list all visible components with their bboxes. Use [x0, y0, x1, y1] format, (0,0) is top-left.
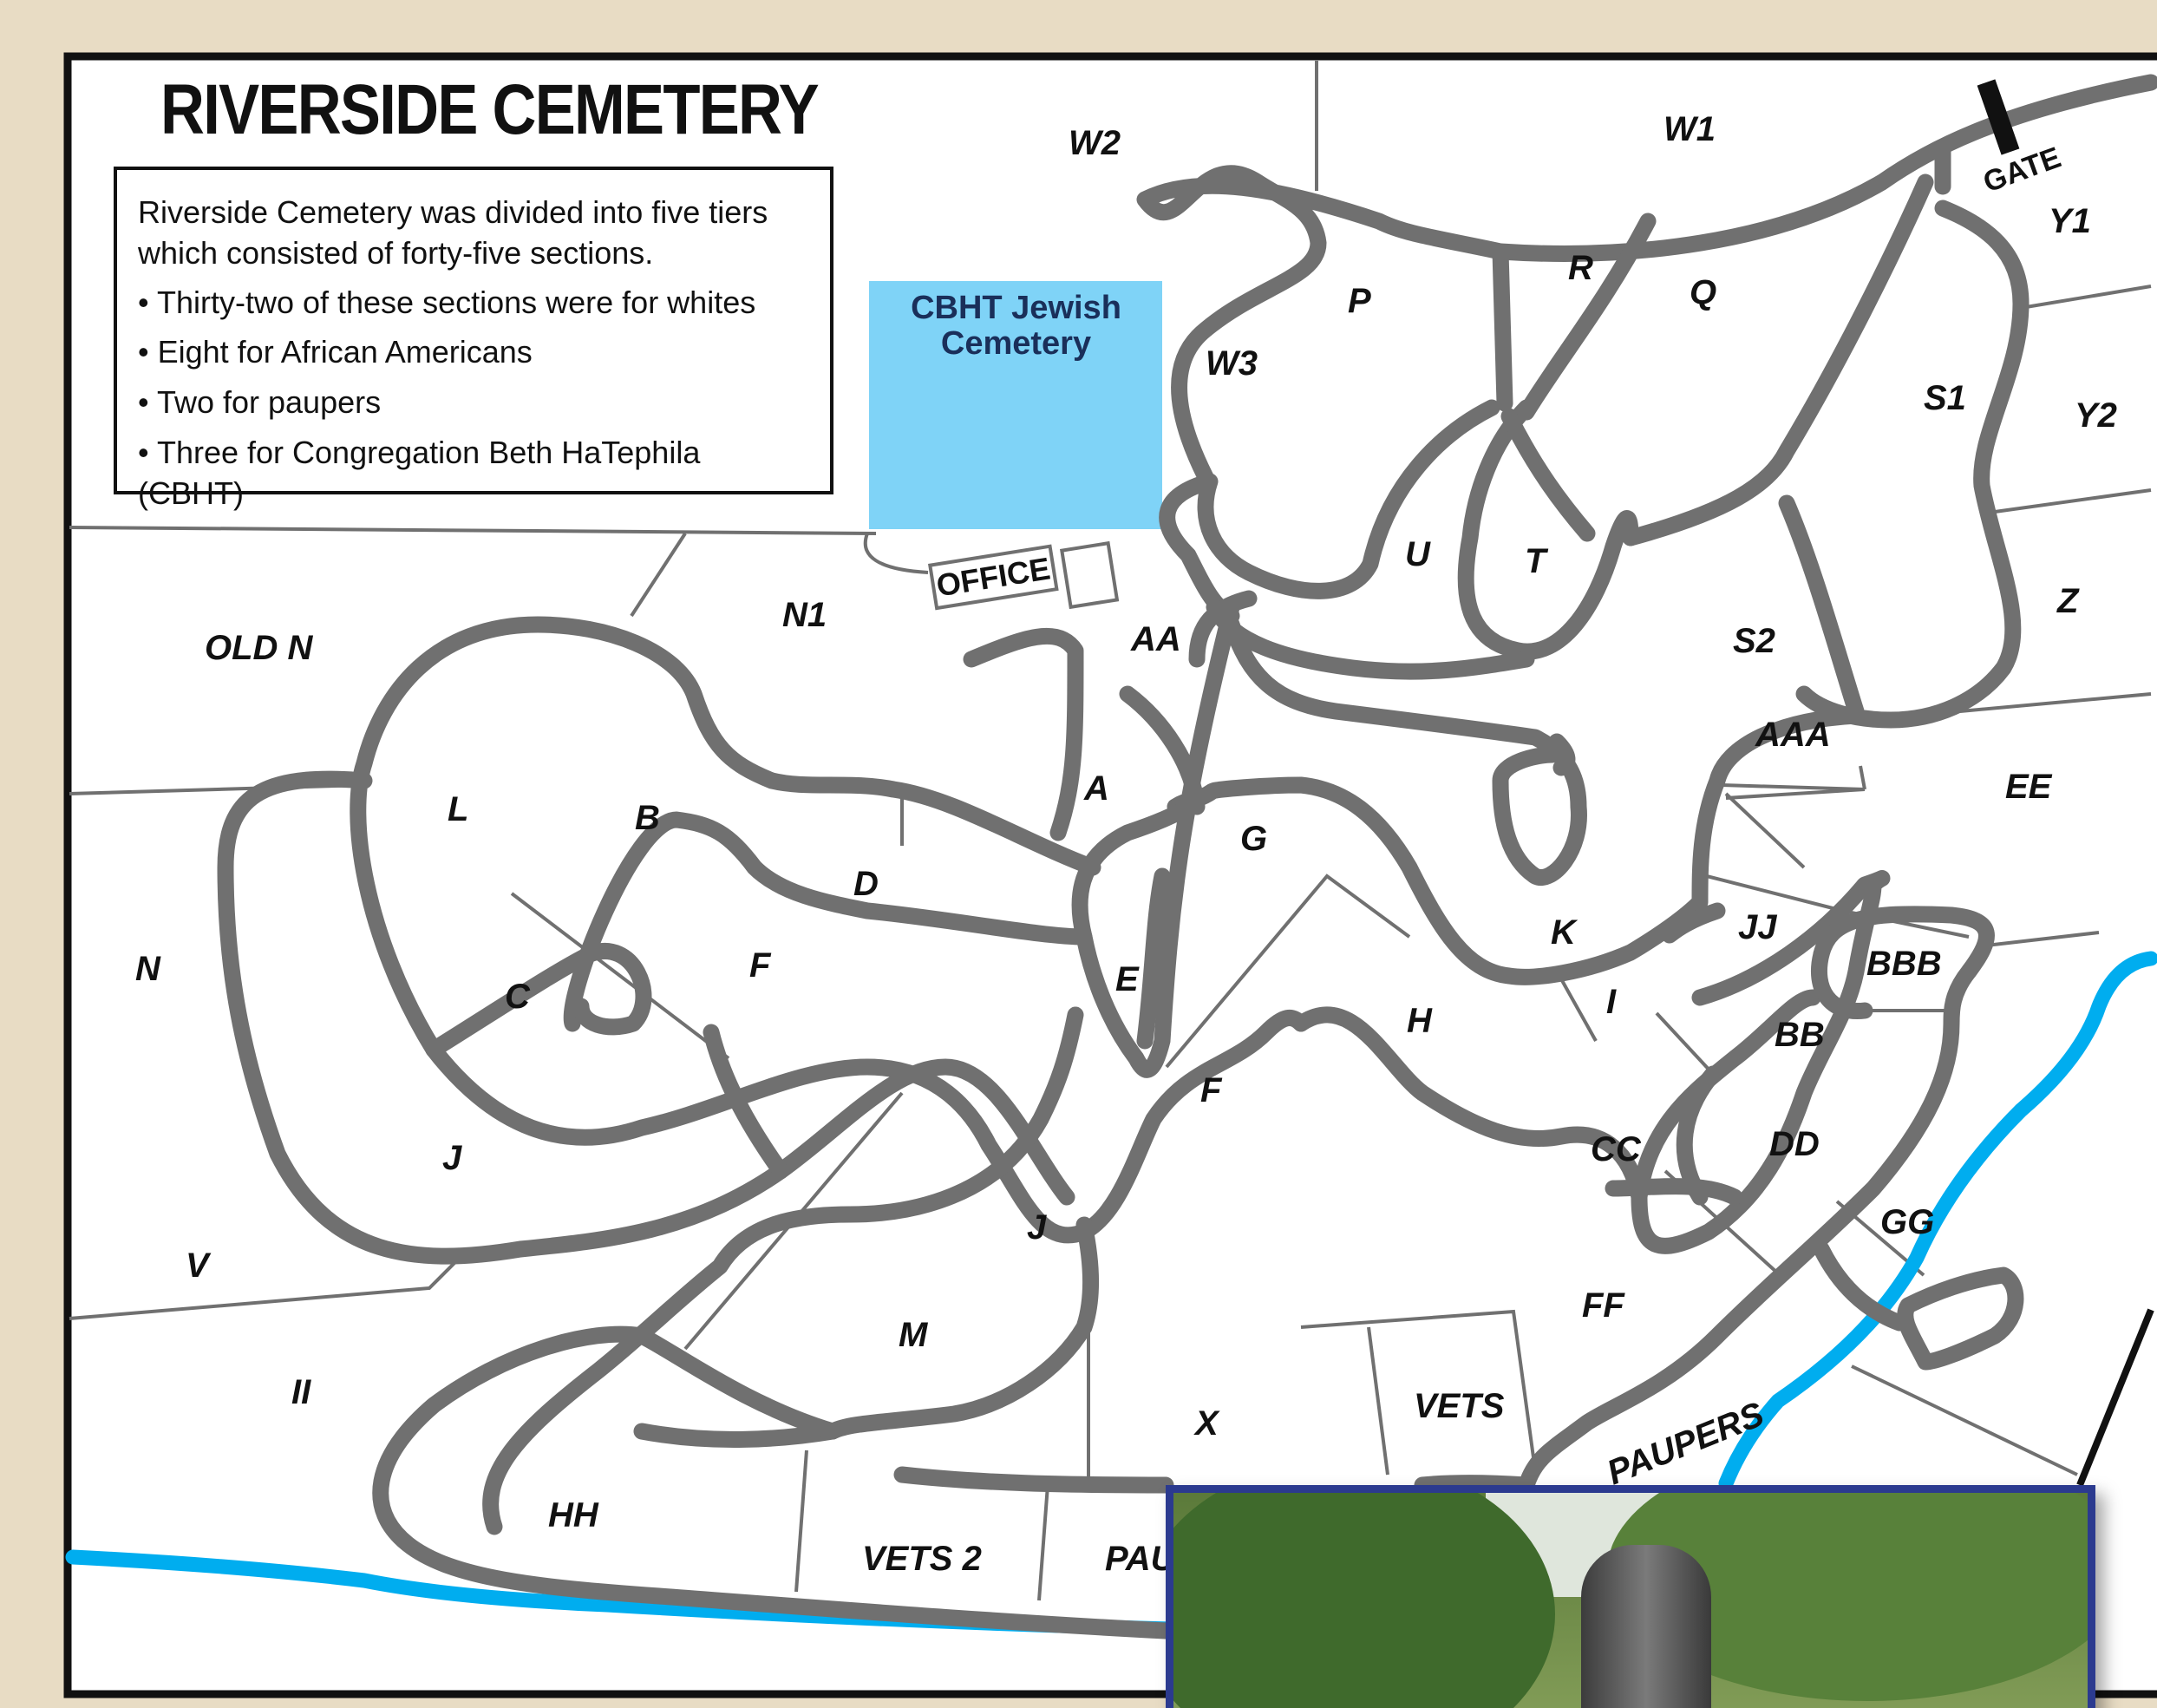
section-label-jj: JJ	[1738, 908, 1777, 946]
section-label-j-mid: J	[1027, 1208, 1047, 1247]
gate-marker	[1977, 79, 2020, 155]
photo-tree-left	[1173, 1493, 1555, 1708]
section-label-j-left: J	[442, 1139, 462, 1177]
section-label-cc: CC	[1591, 1130, 1642, 1168]
info-box: Riverside Cemetery was divided into five…	[114, 167, 833, 511]
section-label-old-n: OLD N	[205, 629, 314, 667]
section-label-d: D	[853, 865, 879, 903]
section-label-g: G	[1240, 820, 1267, 858]
section-label-w2: W2	[1069, 124, 1121, 162]
section-label-ff: FF	[1582, 1286, 1625, 1325]
roads	[217, 74, 2157, 1639]
section-label-v: V	[186, 1247, 212, 1285]
section-label-i: I	[1606, 983, 1617, 1021]
section-label-w1: W1	[1664, 110, 1716, 148]
section-label-u: U	[1405, 535, 1431, 573]
section-label-n: N	[135, 950, 161, 988]
inset-photo	[1166, 1485, 2095, 1708]
office-annex	[1060, 540, 1120, 610]
section-label-ii: II	[291, 1373, 311, 1411]
section-label-w3: W3	[1206, 344, 1258, 383]
section-label-ee: EE	[2005, 768, 2053, 806]
info-intro: Riverside Cemetery was divided into five…	[138, 194, 768, 271]
info-bullet: Two for paupers	[138, 383, 809, 423]
section-label-c: C	[505, 978, 531, 1016]
section-label-f-lower: F	[1200, 1071, 1223, 1109]
section-label-hh: HH	[548, 1496, 599, 1535]
section-label-vets2: VETS 2	[862, 1540, 982, 1578]
info-bullet: Eight for African Americans	[138, 332, 809, 373]
info-bullet: Three for Congregation Beth HaTephila (C…	[138, 433, 809, 514]
section-label-aa: AA	[1130, 620, 1181, 658]
section-label-a: A	[1083, 769, 1109, 808]
section-label-q: Q	[1690, 273, 1716, 311]
section-label-m: M	[899, 1316, 929, 1354]
photo-monument-finial	[1581, 1545, 1711, 1708]
section-label-x: X	[1193, 1404, 1220, 1443]
jewish-cemetery-label-line2: Cemetery	[940, 325, 1092, 363]
jewish-cemetery-label: CBHT Jewish Cemetery	[871, 290, 1161, 363]
section-label-bbb: BBB	[1866, 945, 1942, 983]
section-label-bb: BB	[1775, 1016, 1825, 1054]
section-label-p: P	[1348, 282, 1371, 320]
east-boundary	[2076, 1308, 2154, 1487]
section-label-f-upper: F	[749, 946, 772, 985]
section-label-s1: S1	[1924, 379, 1966, 417]
section-label-h: H	[1407, 1002, 1433, 1040]
info-bullet: Thirty-two of these sections were for wh…	[138, 283, 809, 324]
section-label-e: E	[1115, 960, 1140, 998]
section-boundaries	[69, 61, 2152, 1601]
section-label-s2: S2	[1733, 622, 1775, 660]
section-label-t: T	[1525, 542, 1549, 580]
section-label-vets: VETS	[1414, 1387, 1505, 1425]
section-label-z: Z	[2056, 582, 2080, 620]
section-label-pau: PAU	[1105, 1540, 1177, 1578]
jewish-cemetery-label-line1: CBHT Jewish	[911, 290, 1121, 326]
section-label-aaa: AAA	[1755, 716, 1831, 754]
section-label-k: K	[1551, 913, 1579, 952]
section-label-r: R	[1568, 249, 1593, 287]
section-label-n1: N1	[782, 596, 827, 634]
section-label-y2: Y2	[2075, 396, 2117, 435]
section-label-y1: Y1	[2049, 202, 2091, 240]
section-label-l: L	[448, 790, 468, 828]
jewish-cemetery-area	[869, 281, 1162, 529]
map-title: RIVERSIDE CEMETERY	[160, 70, 820, 149]
section-label-dd: DD	[1769, 1125, 1820, 1163]
section-label-b: B	[635, 799, 660, 837]
section-label-gg: GG	[1880, 1203, 1934, 1241]
